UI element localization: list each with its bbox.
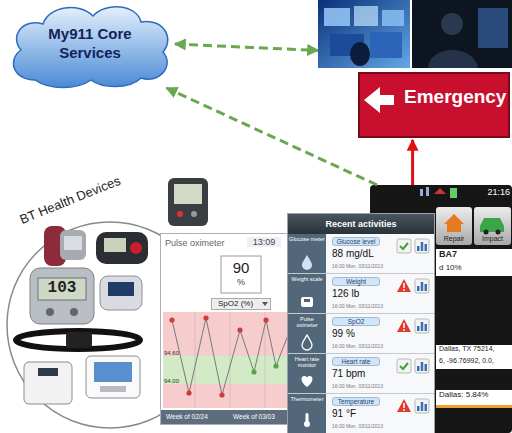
operator-photo xyxy=(370,32,402,58)
hacker-photo xyxy=(412,0,512,68)
clock-text: 21:16 xyxy=(478,187,510,197)
axis-value: 94.00 xyxy=(164,378,179,384)
emergency-center: Emergency xyxy=(318,0,512,140)
measure-label: Temperature xyxy=(332,397,380,406)
activity-row: Glucose meter Glucose level 88 mg/dL 16:00 … xyxy=(288,234,434,274)
measure-label: Glucose level xyxy=(332,237,380,246)
measure-label: SpO2 xyxy=(332,317,380,326)
axis-label: Week of 03/03 xyxy=(233,413,275,420)
series-dropdown: SpO2 (%) xyxy=(211,298,271,310)
percentage-text: Dallas: 5.84% xyxy=(436,390,512,408)
operator-photo xyxy=(330,34,364,56)
coordinate-text: 6, -96.76992, 0.0, xyxy=(436,357,512,369)
hacker-photo xyxy=(441,13,463,35)
activity-row: Heart rate monitor Heart rate 71 bpm 16:00 … xyxy=(288,354,434,394)
measure-label: Heart rate xyxy=(332,357,380,366)
hacker-photo xyxy=(478,8,508,48)
list-title: BA7 xyxy=(436,249,512,263)
app-button: Repair xyxy=(436,207,472,245)
alert-link xyxy=(411,140,414,185)
operator-photo xyxy=(318,0,410,68)
service-title: My911 Core Services xyxy=(33,24,147,62)
timestamp: 16:00 Mon, 03/11/2013 xyxy=(332,303,394,309)
operator-photo xyxy=(324,8,350,26)
time-text: 13:09 xyxy=(247,237,281,247)
emergency-sign: Emergency xyxy=(358,72,510,138)
address-text: Dallas, TX 75214, xyxy=(436,345,512,357)
activity-panel: Recent activitiesGlucose meter Glucose le… xyxy=(287,213,435,433)
axis-label: Week of 02/24 xyxy=(166,413,208,420)
data-link xyxy=(175,44,318,50)
panel-header: Recent activities xyxy=(288,214,434,234)
hacker-photo xyxy=(412,0,512,68)
measure-value: 71 bpm xyxy=(332,368,392,379)
reading-value: 90 xyxy=(223,259,259,276)
upload-link xyxy=(167,88,378,185)
app-button: Impact xyxy=(474,207,511,245)
measure-value: 91 °F xyxy=(332,408,392,419)
blood-pressure-monitor xyxy=(168,178,208,226)
device-name: Glucose meter xyxy=(289,236,325,242)
device-name: Thermometer xyxy=(289,396,325,402)
measure-value: 88 mg/dL xyxy=(332,248,392,259)
timestamp: 16:00 Mon, 03/11/2013 xyxy=(332,423,394,429)
operator-photo xyxy=(382,10,404,26)
panel-title: Pulse oximeter xyxy=(165,238,225,248)
timestamp: 16:00 Mon, 03/11/2013 xyxy=(332,263,394,269)
circle-heading: BT Health Devices xyxy=(17,173,122,227)
reading-unit: % xyxy=(223,277,259,287)
blood-pressure-monitor xyxy=(177,211,183,217)
device-name: Weight scale xyxy=(289,276,325,282)
device-name: Heart rate monitor xyxy=(289,356,325,368)
operator-photo xyxy=(350,42,370,66)
cloud-shape xyxy=(13,7,167,88)
blood-pressure-monitor xyxy=(191,211,197,217)
device-name: Pulse oximeter xyxy=(289,316,325,328)
measure-value: 99 % xyxy=(332,328,392,339)
activity-row: Weight scale Weight 126 lb 16:00 Mon, 03/11… xyxy=(288,274,434,314)
measure-value: 126 lb xyxy=(332,288,392,299)
operator-photo xyxy=(318,0,410,68)
axis-value: 94.60 xyxy=(164,350,179,356)
timestamp: 16:00 Mon, 03/11/2013 xyxy=(332,383,394,389)
cloud-service: My911 Core Services xyxy=(5,0,175,88)
activity-row: Pulse oximeter SpO2 99 % 16:00 Mon, 03/11/2… xyxy=(288,314,434,354)
measure-label: Weight xyxy=(332,277,380,286)
blood-pressure-monitor xyxy=(174,184,202,204)
display-reading: 103 xyxy=(38,279,86,297)
operator-photo xyxy=(354,6,378,26)
hacker-photo xyxy=(428,50,478,68)
timestamp: 16:00 Mon, 03/11/2013 xyxy=(332,343,394,349)
activity-row: Thermometer Temperature 91 °F 16:00 Mon, 03… xyxy=(288,394,434,433)
list-detail: d 10% xyxy=(436,263,512,276)
blood-pressure-monitor xyxy=(168,178,208,226)
